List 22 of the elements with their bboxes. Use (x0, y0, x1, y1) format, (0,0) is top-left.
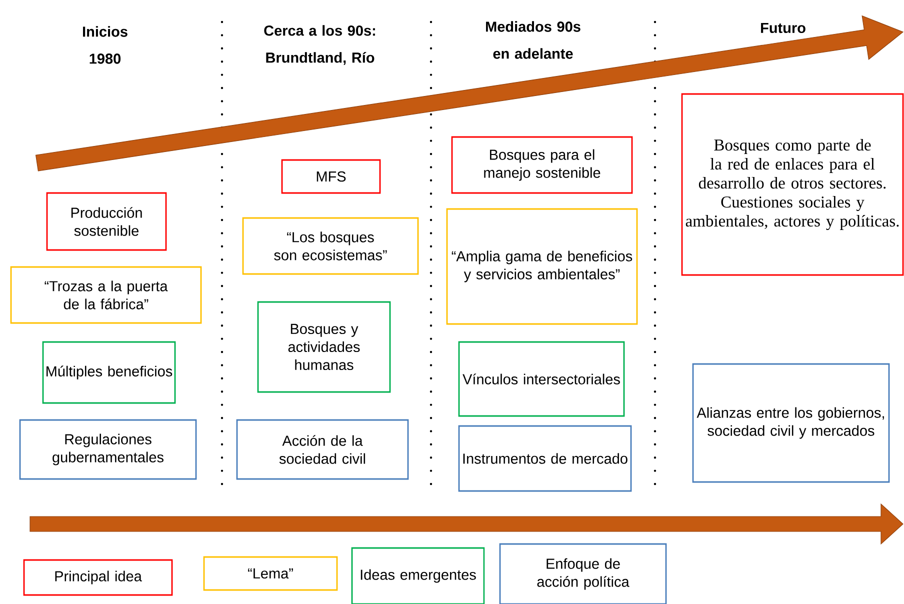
idea-box: Bosques y actividades humanas (257, 301, 391, 393)
idea-box: “Los bosques son ecosistemas” (242, 217, 419, 275)
idea-box: “Amplia gama de beneficios y servicios ambientales” (446, 208, 638, 325)
idea-box: Bosques para el manejo sostenible (451, 136, 633, 194)
column-heading: Mediados 90s en adelante (486, 21, 580, 59)
idea-box: Regulaciones gubernamentales (19, 419, 197, 480)
legend-item: Principal idea (23, 559, 173, 596)
legend-item: Ideas emergentes (351, 547, 485, 604)
idea-box: MFS (281, 159, 381, 194)
idea-box: Alianzas entre los gobiernos, sociedad civil y mercados (692, 363, 890, 483)
idea-box: “Trozas a la puerta de la fábrica” (10, 266, 202, 324)
column-heading: Futuro (761, 22, 806, 34)
legend-item: Enfoque de acción política (499, 543, 667, 604)
idea-box: Bosques como parte de la red de enlaces para el desarrollo de otros sectores. Cuestiones sociales y ambientales, actores y políticas. (681, 93, 904, 276)
idea-box: Vínculos intersectoriales (458, 341, 625, 417)
legend-item: “Lema” (203, 556, 338, 591)
idea-box: Acción de la sociedad civil (236, 419, 409, 480)
idea-box: Múltiples beneficios (42, 341, 176, 404)
idea-box: Instrumentos de mercado (458, 425, 632, 492)
column-heading: Cerca a los 90s: Brundtland, Río (264, 25, 375, 65)
column-heading: Inicios 1980 (83, 26, 128, 64)
idea-box: Producción sostenible (46, 192, 167, 251)
